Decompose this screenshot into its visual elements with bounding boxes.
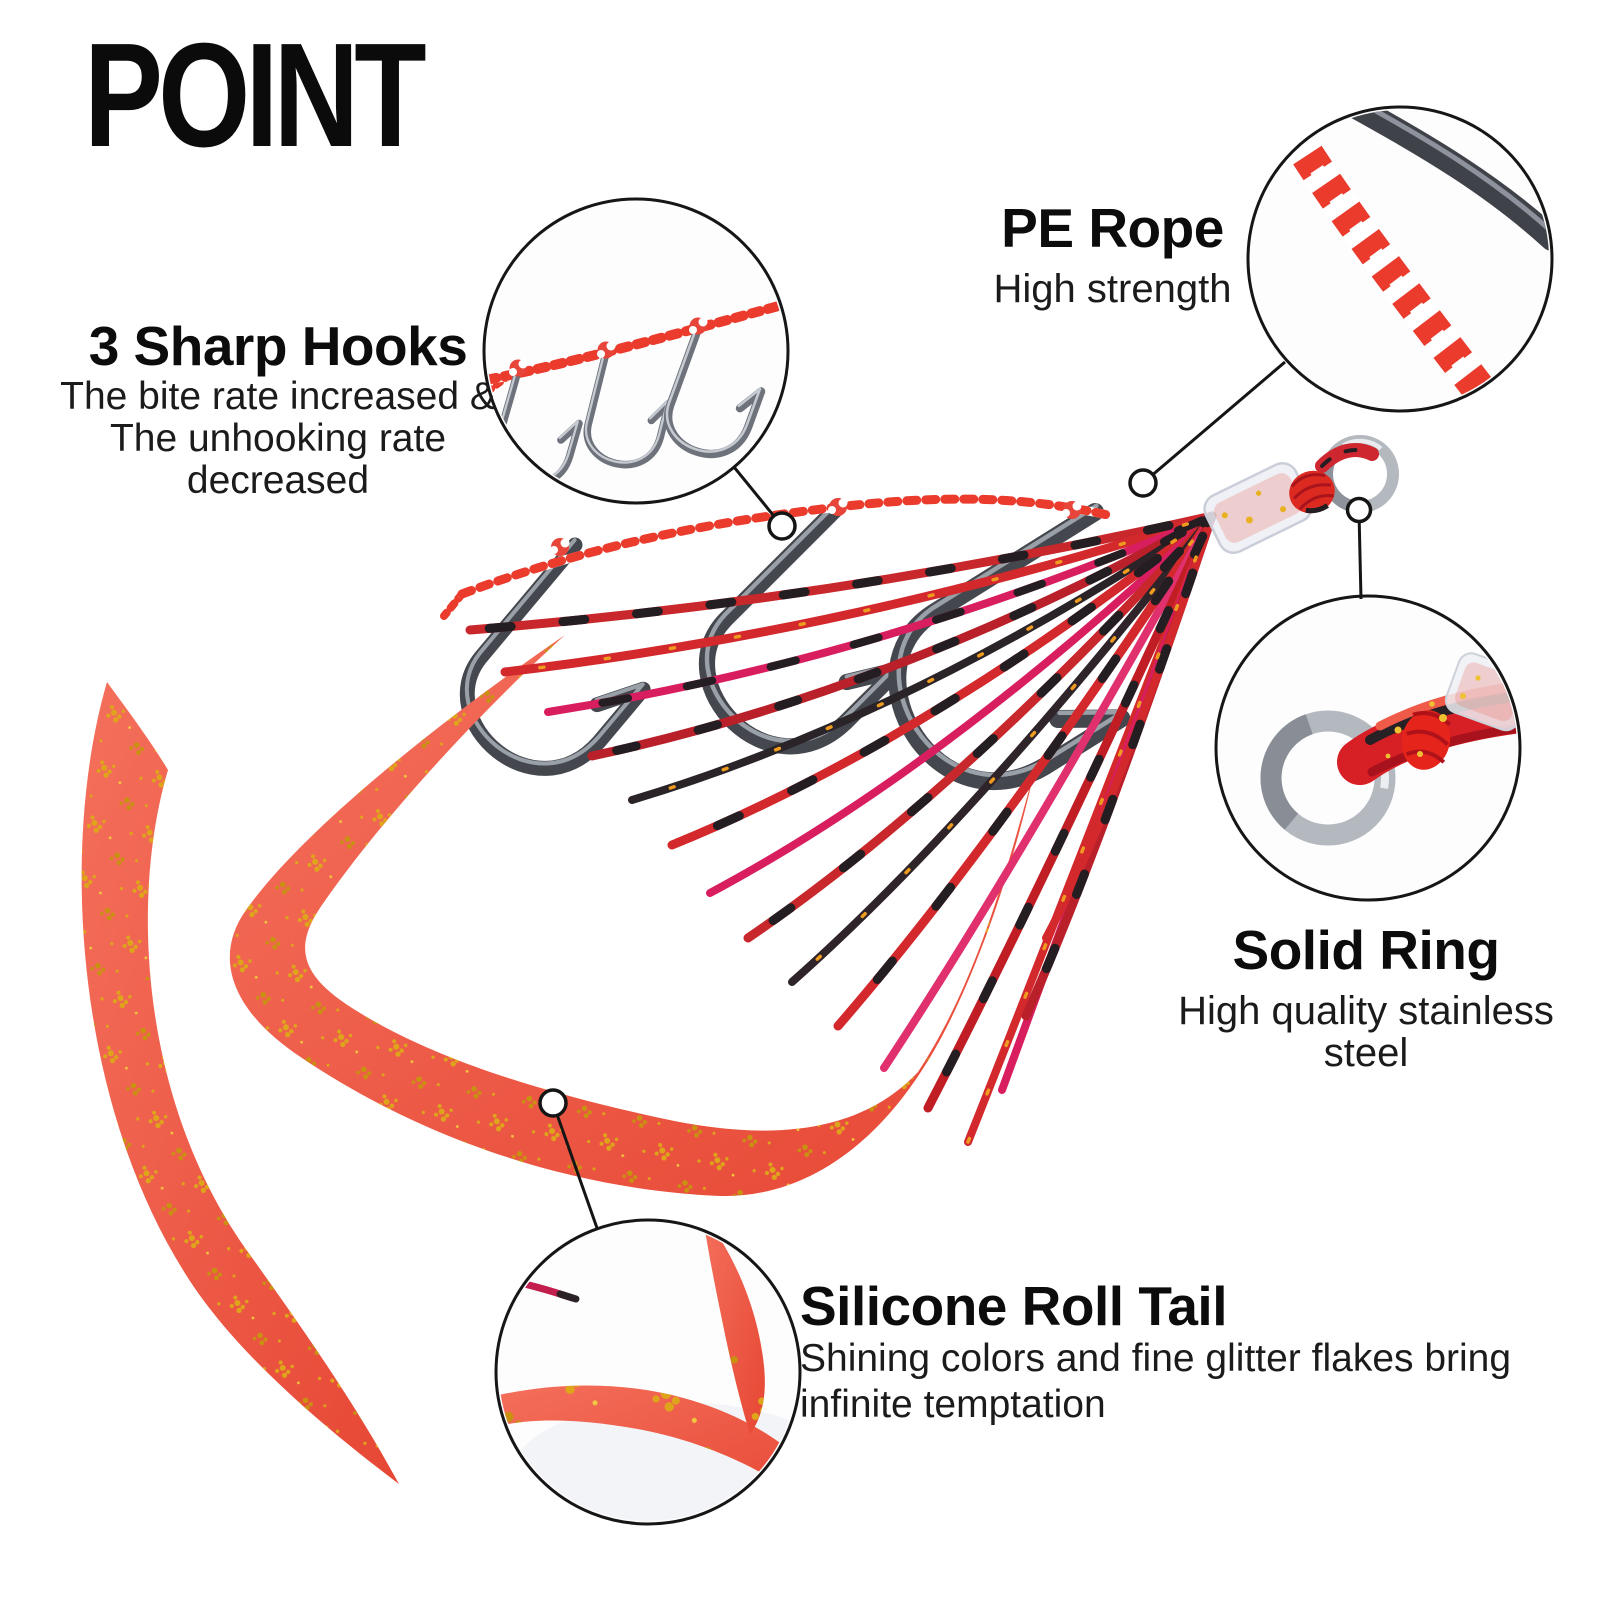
tail-point-marker [538, 1088, 568, 1118]
silicone-tail-desc-line1: Shining colors and fine glitter flakes b… [800, 1336, 1512, 1380]
pe-rope-leader-line [1142, 360, 1286, 485]
pe-rope-title: PE Rope [1001, 197, 1224, 259]
solid-ring-desc: High quality stainless steel [1178, 988, 1554, 1075]
silicone-tail-title: Silicone Roll Tail [800, 1275, 1228, 1337]
jig-lure-photo [81, 435, 1399, 1484]
silicone-tail-callout-text: Silicone Roll Tail Shining colors and fi… [800, 1275, 1515, 1428]
rope-knot [550, 538, 570, 556]
rope-knot [1062, 501, 1082, 519]
jig-head [1203, 435, 1399, 554]
solid-ring-point-marker [1345, 496, 1373, 524]
solid-ring-callout-text: Solid Ring High quality stainless steel [1136, 919, 1596, 1075]
silicone-tail-desc-line2: infinite temptation [800, 1382, 1106, 1426]
pe-rope-point-marker [1128, 468, 1158, 498]
silicone-crescent-tail [81, 682, 399, 1484]
hooks-point-marker [767, 511, 797, 541]
silicone-swoosh-tail [229, 635, 1036, 1197]
solid-ring-leader-line [1357, 511, 1363, 600]
tail-leader-line [551, 1102, 599, 1229]
page-title: POINT [84, 13, 427, 178]
hooks-title: 3 Sharp Hooks [88, 315, 468, 377]
callout-leaders [538, 360, 1373, 1229]
solid-ring-title: Solid Ring [1232, 919, 1500, 981]
rope-knot [828, 498, 848, 516]
pe-rope-callout-text: PE Rope High strength [955, 197, 1270, 311]
silicone-skirt-strands [465, 511, 1217, 1146]
hooks-desc-line2: The unhooking rate decreased [109, 416, 447, 502]
hooks-magnifier-circle [482, 197, 790, 505]
hooks-callout-text: 3 Sharp Hooks The bite rate increased & … [18, 315, 538, 502]
hooks-desc-line1: The bite rate increased & [60, 374, 496, 418]
pe-rope-line [440, 494, 1117, 620]
pe-rope-desc: High strength [993, 266, 1232, 311]
red-thread-wrap [1289, 443, 1379, 514]
callout-circles [482, 105, 1554, 1526]
